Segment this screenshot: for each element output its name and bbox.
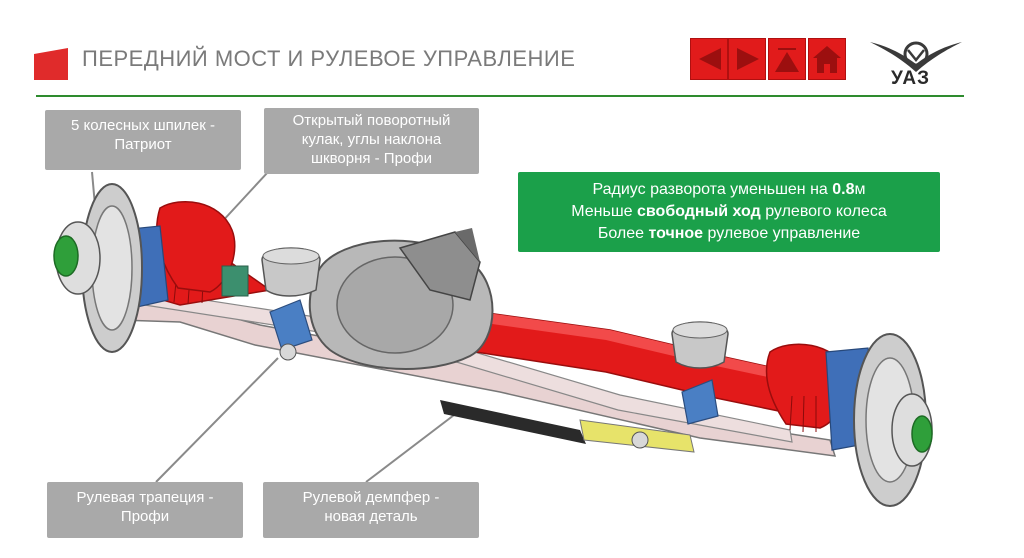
home-button[interactable] bbox=[808, 38, 846, 80]
callout-wheel-studs: 5 колесных шпилек - Патриот bbox=[45, 110, 241, 170]
callout-steering-damper: Рулевой демпфер - новая деталь bbox=[263, 482, 479, 538]
up-button[interactable] bbox=[768, 38, 806, 80]
benefit-precise-steering: Более точное рулевое управление bbox=[597, 225, 861, 242]
triangle-left-icon bbox=[699, 48, 721, 70]
benefits-box: Радиус разворота уменьшен на 0.8м Меньше… bbox=[518, 172, 940, 252]
house-icon bbox=[813, 46, 841, 73]
uaz-logo-text: УАЗ bbox=[891, 68, 931, 89]
prev-button[interactable] bbox=[690, 38, 728, 80]
triangle-right-icon bbox=[737, 48, 759, 70]
benefit-free-play: Меньше свободный ход рулевого колеса bbox=[571, 203, 887, 220]
uaz-logo bbox=[870, 41, 962, 72]
callout-steering-trapezoid: Рулевая трапеция - Профи bbox=[47, 482, 243, 538]
header-divider bbox=[36, 95, 964, 97]
triangle-up-icon bbox=[775, 48, 799, 72]
benefit-turning-radius: Радиус разворота уменьшен на 0.8м bbox=[592, 181, 866, 198]
page-title: ПЕРЕДНИЙ МОСТ И РУЛЕВОЕ УПРАВЛЕНИЕ bbox=[82, 46, 576, 71]
title-marker-icon bbox=[34, 48, 68, 80]
next-button[interactable] bbox=[728, 38, 766, 80]
callout-steering-knuckle: Открытый поворотный кулак, углы наклона … bbox=[264, 108, 479, 174]
